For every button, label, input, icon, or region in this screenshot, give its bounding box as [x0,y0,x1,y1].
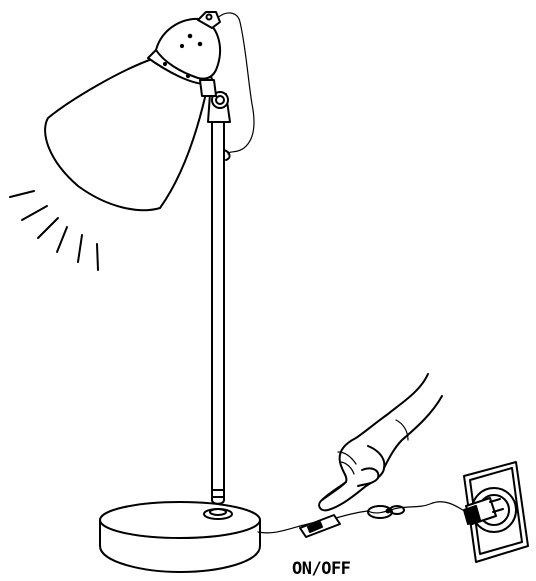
lamp-base [100,502,260,572]
lamp-pole [208,92,230,504]
lamp-shade [45,12,220,210]
power-cable [258,502,466,533]
light-rays-icon [10,191,98,270]
pointing-hand-icon [319,374,442,510]
switch-label: ON/OFF [292,559,351,579]
inline-switch-icon[interactable] [300,515,340,537]
